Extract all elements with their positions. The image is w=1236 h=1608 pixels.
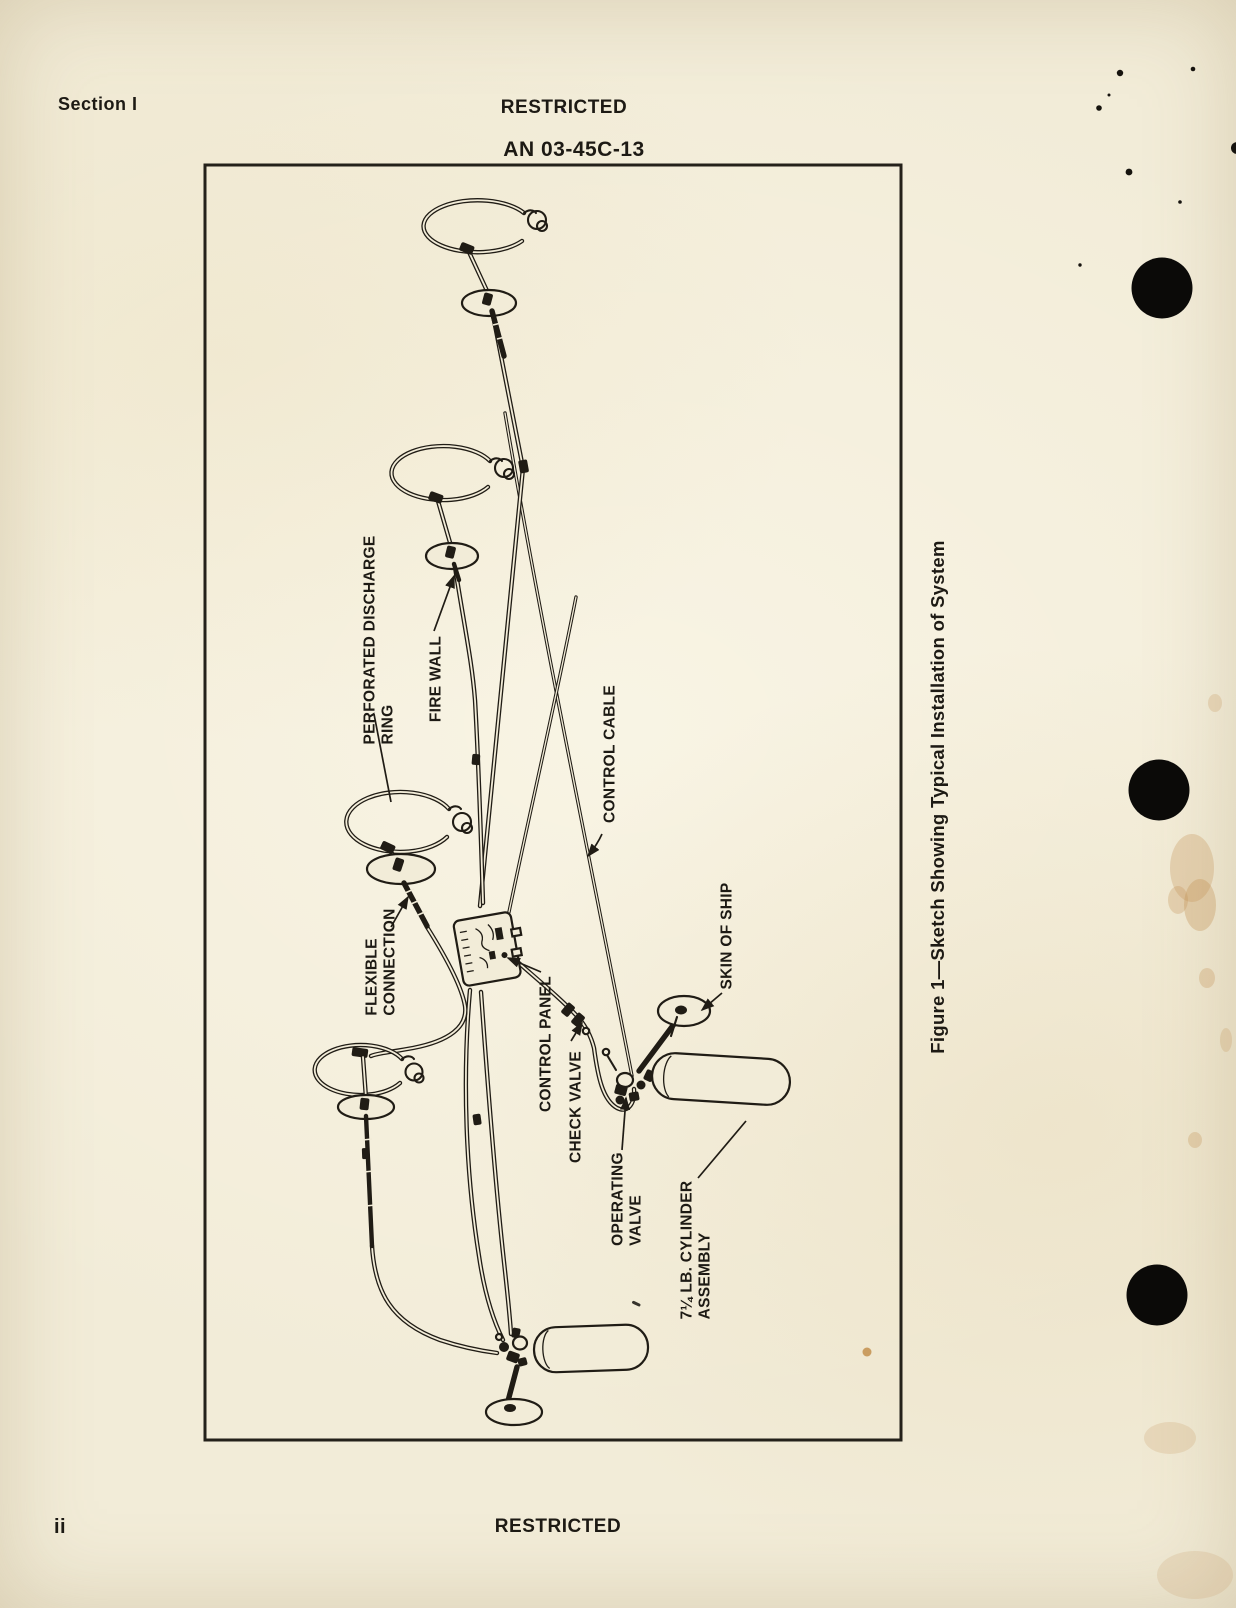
cylinder-assembly-right (650, 1052, 792, 1106)
check-valve (561, 1002, 591, 1036)
cylinder-assembly-bottom (484, 1323, 650, 1427)
page-number: ii (54, 1516, 67, 1538)
binder-hole-bottom (1126, 1264, 1188, 1326)
label-check-valve: CHECK VALVE (567, 1050, 585, 1164)
discharge-ring-3 (346, 792, 474, 929)
leader-lines (373, 574, 747, 1179)
label-control-panel: CONTROL PANEL (537, 976, 555, 1112)
doc-number: AN 03-45C-13 (503, 138, 645, 161)
discharge-ring-1 (424, 200, 549, 359)
operating-valve (601, 1047, 655, 1105)
label-operating-valve: OPERATING VALVE (609, 1152, 645, 1246)
footer-classification: RESTRICTED (494, 1516, 622, 1537)
discharge-ring-2 (391, 446, 516, 583)
figure-frame (203, 163, 903, 1442)
binder-hole-middle (1128, 759, 1190, 821)
control-panel (452, 911, 524, 987)
label-flexible-connection: FLEXIBLE CONNECTION (363, 908, 399, 1016)
figure-caption: Figure 1—Sketch Showing Typical Installa… (927, 540, 948, 1054)
binder-hole-top (1131, 257, 1193, 319)
ink-specks (561, 66, 1236, 1307)
label-perforated-discharge-ring: PERFORATED DISCHARGE RING (361, 535, 397, 745)
label-control-cable: CONTROL CABLE (601, 685, 619, 823)
header-classification: RESTRICTED (500, 97, 628, 118)
label-fire-wall: FIRE WALL (427, 635, 445, 723)
label-cylinder-assembly: 7¼ LB. CYLINDER ASSEMBLY (678, 1180, 714, 1320)
discharge-ring-4 (315, 1045, 425, 1249)
label-skin-of-ship: SKIN OF SHIP (718, 882, 736, 990)
skin-of-ship-disc (656, 994, 712, 1038)
flexible-connection-hose (401, 880, 430, 929)
tubing-runs (371, 310, 634, 1353)
section-label: Section I (58, 94, 138, 114)
paper-stains (862, 694, 1233, 1599)
